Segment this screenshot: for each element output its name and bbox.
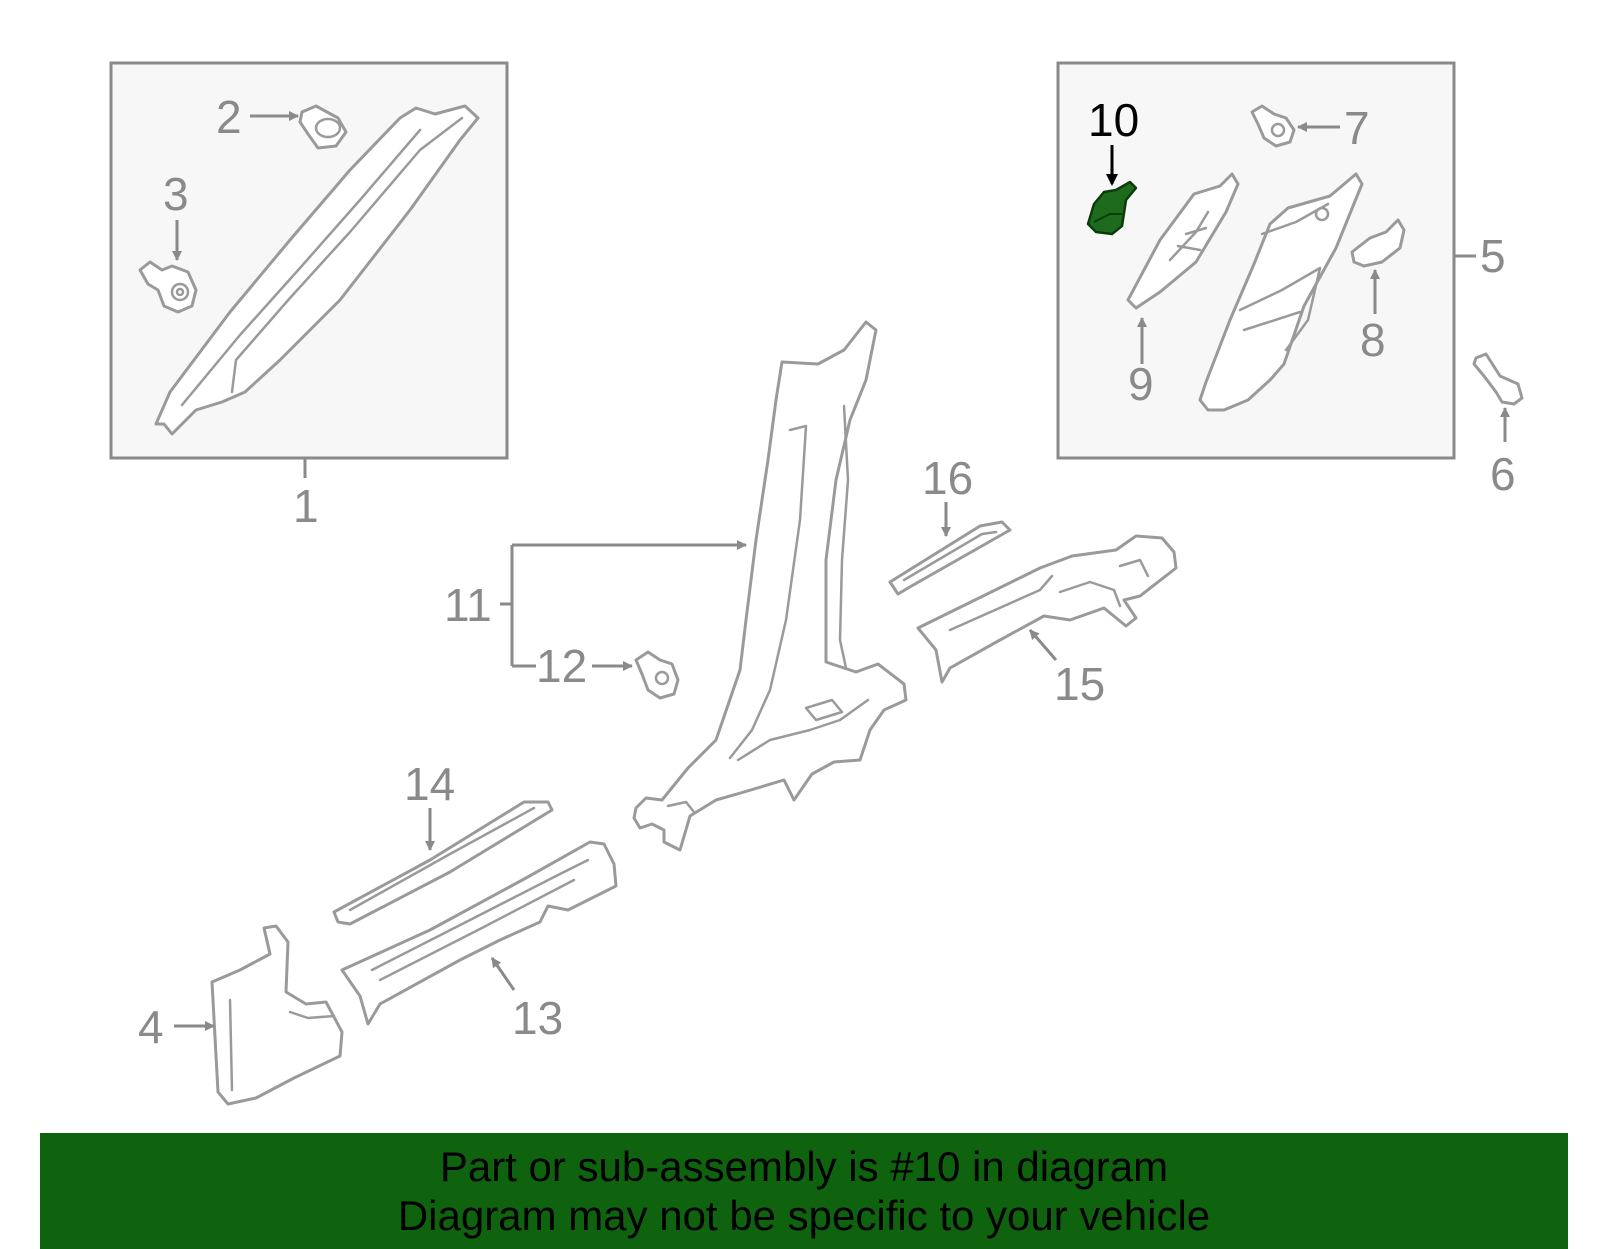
front-sill-insert[interactable] — [332, 800, 554, 926]
callout-3: 3 — [163, 168, 189, 220]
callout-15: 15 — [1054, 658, 1105, 710]
callout-13: 13 — [512, 992, 563, 1044]
clip-2[interactable] — [298, 104, 348, 150]
b-pillar-lower-trim[interactable] — [632, 320, 908, 852]
rear-sill-insert[interactable] — [888, 520, 1012, 596]
callout-9: 9 — [1128, 358, 1154, 410]
front-scuff-plate[interactable] — [340, 840, 618, 1026]
part-10-highlighted[interactable] — [1086, 180, 1138, 236]
banner-line-1: Part or sub-assembly is #10 in diagram — [439, 1143, 1169, 1190]
rear-scuff-plate[interactable] — [916, 534, 1178, 684]
info-banner: Part or sub-assembly is #10 in diagram D… — [40, 1133, 1568, 1249]
a-pillar-trim[interactable] — [154, 104, 480, 436]
screw-12[interactable] — [634, 650, 680, 700]
screw-3[interactable] — [138, 260, 198, 314]
trim-piece-9[interactable] — [1126, 172, 1240, 310]
callout-6: 6 — [1490, 448, 1516, 500]
screw-7[interactable] — [1250, 104, 1296, 148]
callout-10: 10 — [1088, 94, 1139, 146]
callout-16: 16 — [922, 452, 973, 504]
callout-7: 7 — [1344, 102, 1370, 154]
b-pillar-upper-trim[interactable] — [1198, 172, 1364, 412]
callout-4: 4 — [138, 1001, 164, 1053]
leader-13 — [490, 957, 516, 991]
clip-8[interactable] — [1350, 218, 1406, 268]
callout-11: 11 — [444, 579, 492, 631]
callout-2: 2 — [216, 91, 242, 143]
bolt-6[interactable] — [1472, 352, 1524, 406]
callout-1: 1 — [293, 480, 319, 532]
callout-5: 5 — [1480, 230, 1506, 282]
callout-14: 14 — [404, 758, 455, 810]
banner-line-2: Diagram may not be specific to your vehi… — [397, 1192, 1211, 1239]
callout-8: 8 — [1360, 314, 1386, 366]
callout-12: 12 — [536, 640, 587, 692]
leader-15 — [1028, 629, 1058, 661]
kick-panel[interactable] — [210, 924, 344, 1106]
